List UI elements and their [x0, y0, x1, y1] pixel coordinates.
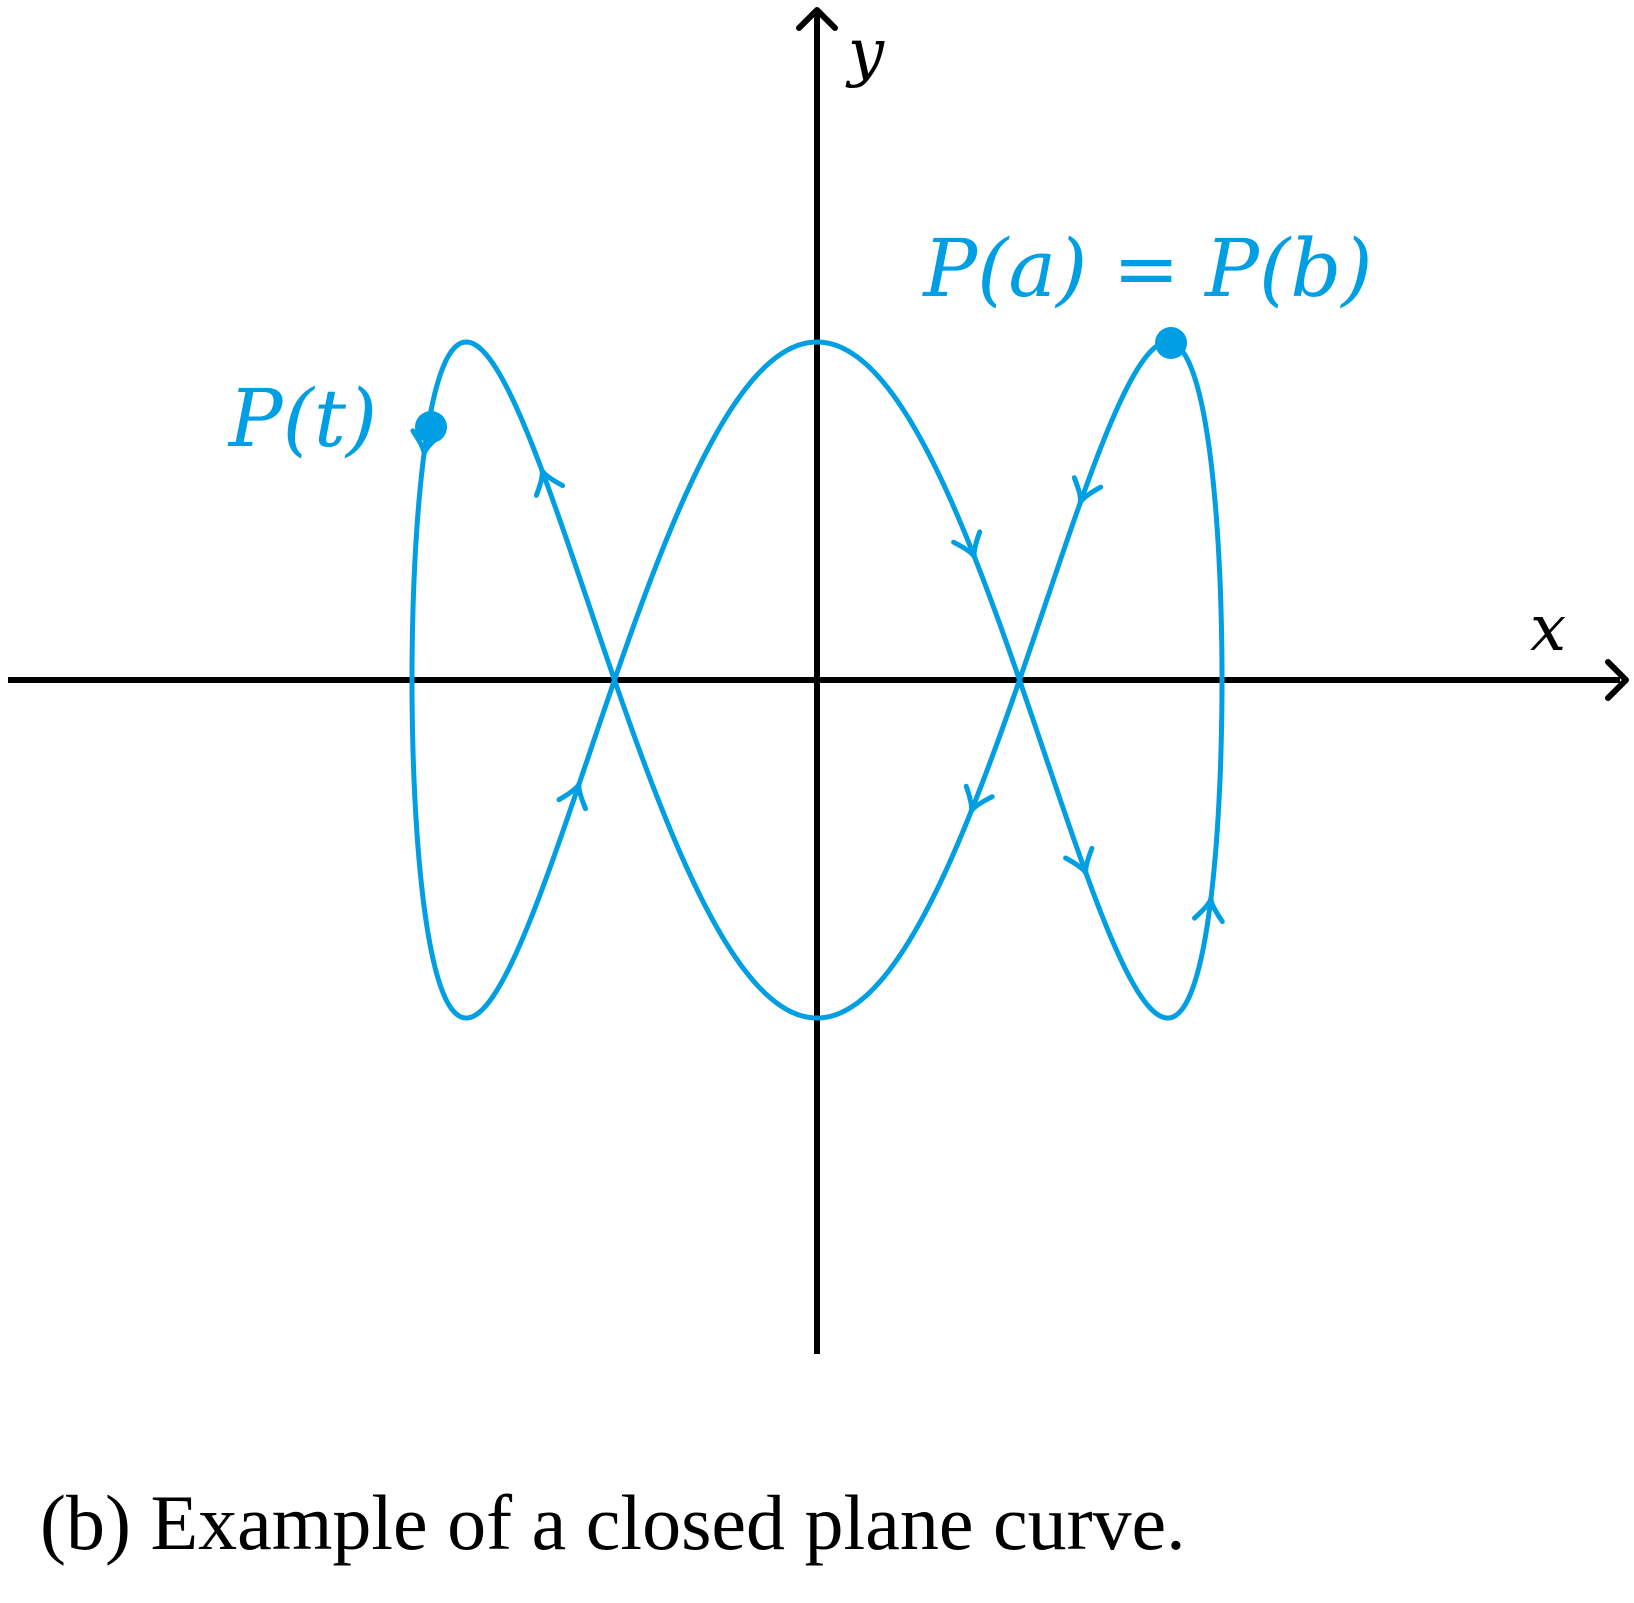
figure-caption: (b) Example of a closed plane curve. [40, 1479, 1186, 1566]
direction-arrow [963, 783, 995, 815]
direction-arrow [1192, 895, 1225, 924]
direction-arrows [410, 428, 1225, 924]
direction-arrow [556, 780, 588, 812]
x-axis-arrowhead [1605, 659, 1629, 701]
y-axis-label: y [845, 16, 885, 90]
direction-arrow [1063, 845, 1095, 877]
y-axis-arrowhead [796, 7, 838, 31]
point-start-end [1155, 327, 1187, 359]
point-start-end-label: P(a) = P(b) [921, 222, 1372, 315]
direction-arrow [533, 467, 566, 498]
direction-arrow [951, 529, 983, 560]
point-moving-label: P(t) [227, 372, 377, 465]
closed-curve [409, 339, 1225, 1021]
x-axis-label: x [1530, 592, 1566, 666]
point-moving [415, 411, 447, 443]
direction-arrow [1071, 475, 1104, 506]
